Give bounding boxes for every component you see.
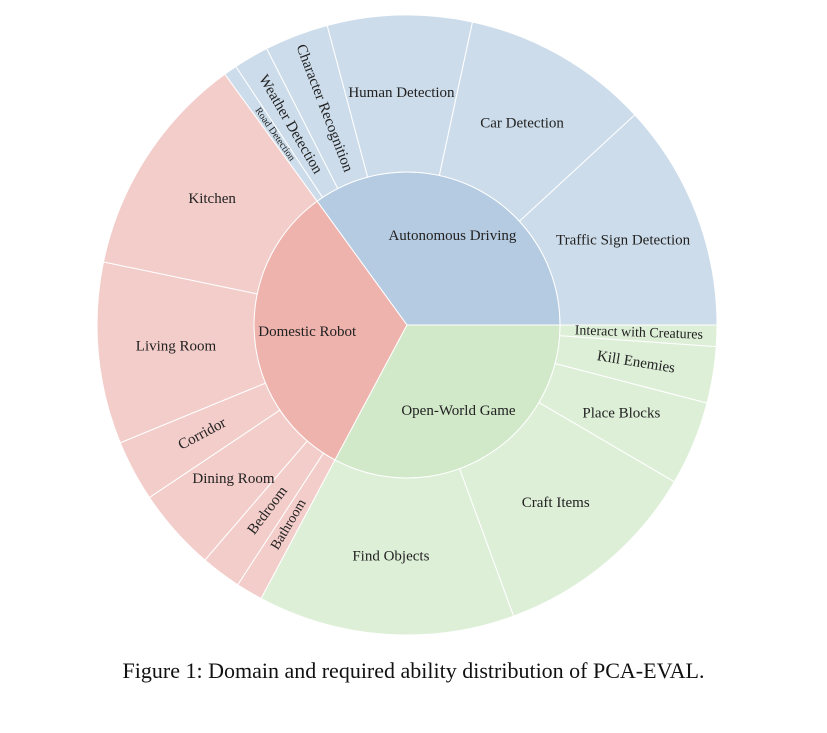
outer-label-interact-with-creatures: Interact with Creatures [574,323,703,342]
outer-label-human-detection: Human Detection [348,85,455,101]
outer-label-craft-items: Craft Items [522,495,590,511]
inner-ring [253,171,561,479]
outer-ring [96,14,718,636]
outer-label-find-objects: Find Objects [352,548,429,564]
outer-label-dining-room: Dining Room [192,471,274,487]
inner-label-autonomous-driving: Autonomous Driving [388,228,516,244]
sunburst-chart: Autonomous Driving Traffic Sign Detection… [96,14,718,636]
outer-label-place-blocks: Place Blocks [582,406,660,422]
outer-segment-find-objects [260,459,515,636]
outer-segment-kitchen [102,73,318,295]
outer-label-living-room: Living Room [136,338,217,354]
inner-label-domestic-robot: Domestic Robot [258,324,357,340]
figure-caption: Figure 1: Domain and required ability di… [122,658,705,683]
outer-label-traffic-sign-detection: Traffic Sign Detection [556,233,691,249]
outer-label-car-detection: Car Detection [480,116,564,132]
outer-segment-interact-with-creatures [559,324,718,348]
inner-label-open-world-game: Open-World Game [401,403,516,419]
outer-label-kitchen: Kitchen [188,191,236,207]
